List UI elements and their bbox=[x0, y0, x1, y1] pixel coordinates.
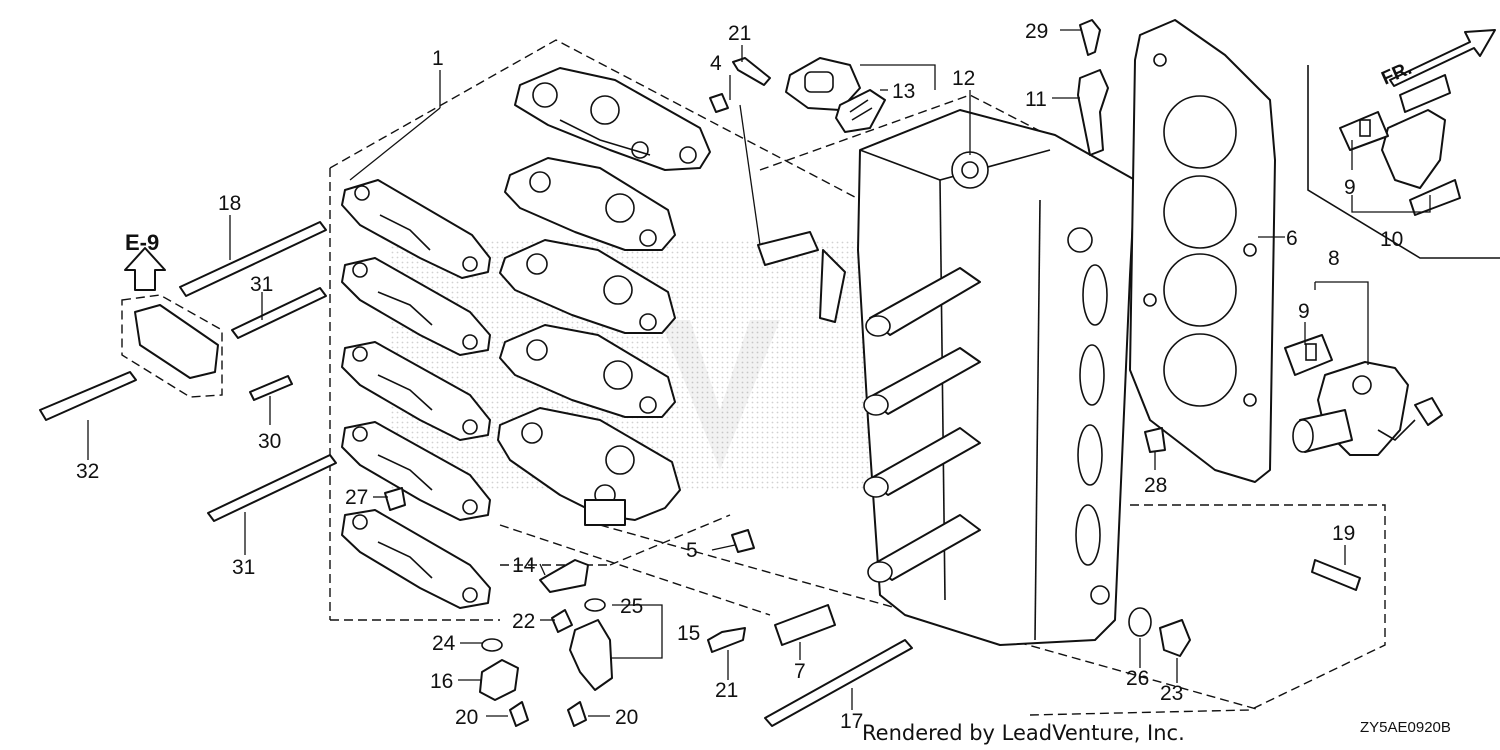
callout-17: 17 bbox=[840, 710, 863, 733]
camshaft-holder bbox=[497, 407, 681, 526]
filter-gasket bbox=[1284, 334, 1333, 376]
callout-19: 19 bbox=[1332, 522, 1355, 545]
render-credit: Rendered by LeadVenture, Inc. bbox=[862, 721, 1185, 745]
callout-1: 1 bbox=[432, 47, 444, 70]
o-ring bbox=[481, 598, 1152, 652]
dowel-pin bbox=[757, 231, 846, 323]
camshaft-holder bbox=[341, 179, 491, 279]
callout-7: 7 bbox=[794, 660, 806, 683]
camshaft-holder bbox=[514, 67, 711, 171]
camshaft-holder bbox=[341, 341, 491, 441]
callout-32: 32 bbox=[76, 460, 99, 483]
small-bolts bbox=[384, 487, 746, 727]
oil-control-valve-inset bbox=[1339, 74, 1461, 216]
callout-9-inset: 9 bbox=[1344, 176, 1356, 199]
callout-4: 4 bbox=[710, 52, 722, 75]
spark-plug-tube bbox=[863, 267, 981, 583]
long-bolt bbox=[764, 559, 1361, 727]
callout-31-bottom: 31 bbox=[232, 556, 255, 579]
sensor-cover bbox=[479, 659, 519, 701]
leader-lines bbox=[87, 29, 1431, 717]
callout-8: 8 bbox=[1328, 247, 1340, 270]
watermark bbox=[390, 240, 950, 490]
gasket bbox=[835, 89, 886, 133]
diagram-code: ZY5AE0920B bbox=[1360, 719, 1451, 736]
callout-20-left: 20 bbox=[455, 706, 478, 729]
sensor bbox=[569, 619, 613, 691]
camshaft-holder bbox=[341, 257, 491, 356]
callout-14: 14 bbox=[512, 554, 536, 577]
cylinder-head bbox=[857, 109, 1136, 646]
camshaft-holder bbox=[499, 324, 676, 418]
callout-29: 29 bbox=[1025, 20, 1048, 43]
head-gasket bbox=[1129, 19, 1276, 483]
callout-31-top: 31 bbox=[250, 273, 273, 296]
callout-26: 26 bbox=[1126, 667, 1149, 690]
callout-5: 5 bbox=[686, 539, 698, 562]
plug bbox=[731, 427, 1191, 657]
callout-numbers: 1 4 5 6 7 8 9 9 10 11 12 13 14 15 16 17 … bbox=[76, 20, 1403, 733]
e9-cover bbox=[134, 304, 219, 379]
callout-18: 18 bbox=[218, 192, 241, 215]
callout-21-top: 21 bbox=[728, 22, 751, 45]
camshaft-holder bbox=[341, 421, 491, 521]
callout-23: 23 bbox=[1160, 682, 1183, 705]
callout-6: 6 bbox=[1286, 227, 1298, 250]
callout-9-main: 9 bbox=[1298, 300, 1310, 323]
front-direction-label: FR. bbox=[1378, 58, 1415, 90]
spring bbox=[774, 604, 836, 646]
camshaft-holder bbox=[499, 239, 676, 334]
callout-10: 10 bbox=[1380, 228, 1403, 251]
reference-label: E-9 bbox=[125, 230, 159, 255]
fuel-injector bbox=[1077, 69, 1109, 156]
callout-27: 27 bbox=[345, 486, 368, 509]
camshaft-holder bbox=[504, 157, 676, 251]
callout-21-bottom: 21 bbox=[715, 679, 738, 702]
callout-24: 24 bbox=[432, 632, 456, 655]
callout-11: 11 bbox=[1025, 88, 1047, 111]
up-arrow bbox=[124, 247, 166, 291]
callout-28: 28 bbox=[1144, 474, 1167, 497]
callout-30: 30 bbox=[258, 430, 281, 453]
bracket bbox=[539, 559, 589, 593]
camshaft-holder bbox=[341, 509, 491, 609]
oil-control-valve bbox=[1292, 361, 1443, 456]
callout-16: 16 bbox=[430, 670, 453, 693]
callout-25: 25 bbox=[620, 595, 643, 618]
callout-13: 13 bbox=[892, 80, 915, 103]
callout-20-right: 20 bbox=[615, 706, 638, 729]
callout-15: 15 bbox=[677, 622, 700, 645]
stud-bolt bbox=[39, 221, 337, 522]
callout-12: 12 bbox=[952, 67, 975, 90]
callout-22: 22 bbox=[512, 610, 535, 633]
bolt bbox=[709, 19, 1101, 113]
